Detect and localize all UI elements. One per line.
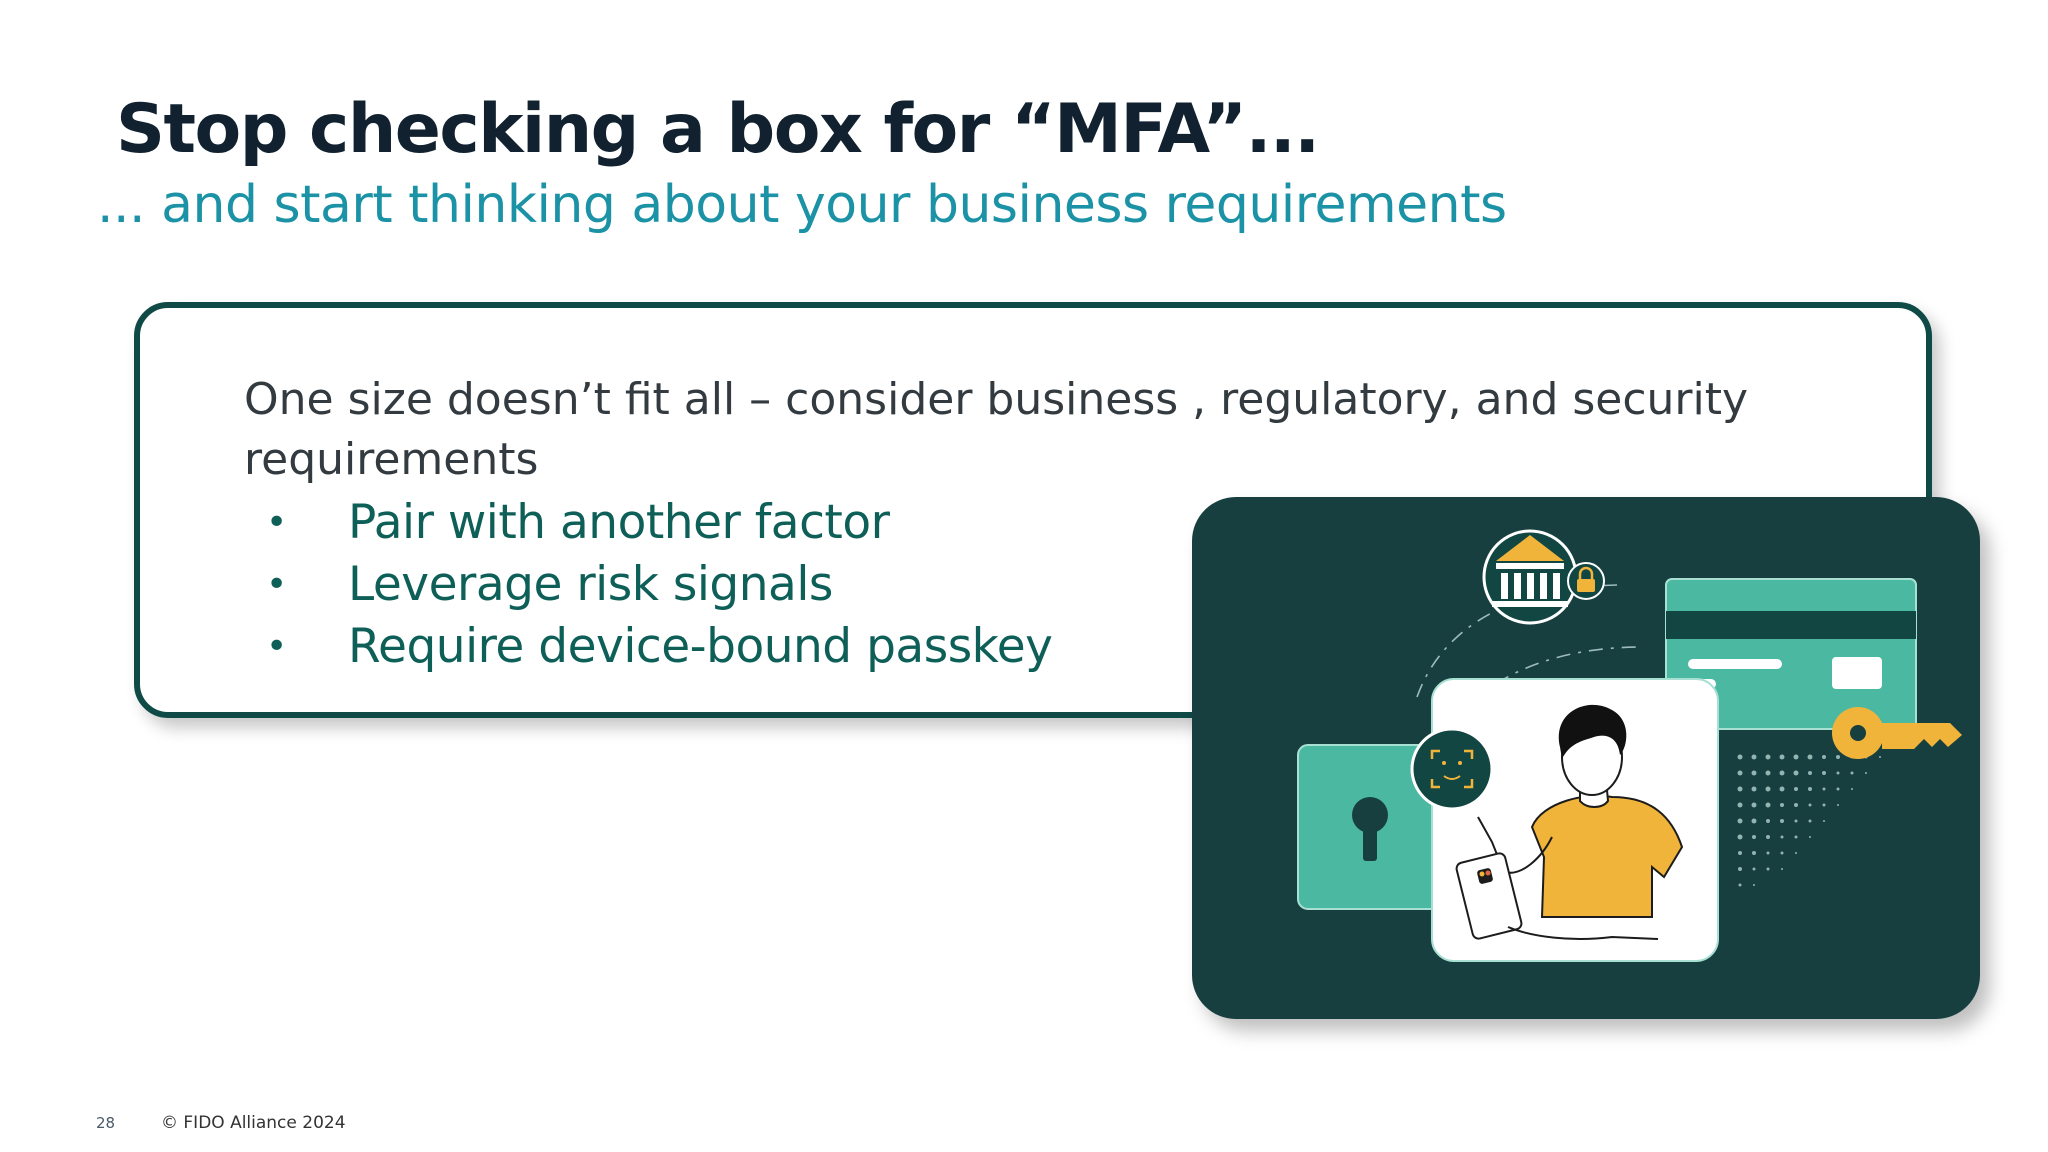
slide-subtitle: ... and start thinking about your busine… [97, 175, 1507, 235]
bullet-text: Leverage risk signals [348, 557, 833, 612]
bullet-text: Pair with another factor [348, 495, 890, 550]
bank-icon [1482, 529, 1578, 625]
person-with-phone-icon [1431, 678, 1719, 962]
key-icon [1832, 707, 1962, 759]
authentication-illustration [1192, 497, 1980, 1019]
padlock-icon [1567, 562, 1605, 600]
face-id-icon [1410, 727, 1494, 811]
page-number: 28 [96, 1114, 116, 1132]
credit-card-icon [1665, 578, 1917, 730]
bullet-dot: • [266, 626, 288, 667]
bullet-text: Require device-bound passkey [348, 619, 1053, 674]
copyright-text: © FIDO Alliance 2024 [161, 1113, 346, 1133]
bullet-dot: • [266, 564, 288, 605]
bullet-dot: • [266, 502, 288, 543]
slide-title: Stop checking a box for “MFA”... [116, 90, 1320, 169]
halftone-dots [1737, 754, 1881, 887]
card-lead-text: One size doesn’t fit all – consider busi… [244, 374, 1749, 485]
